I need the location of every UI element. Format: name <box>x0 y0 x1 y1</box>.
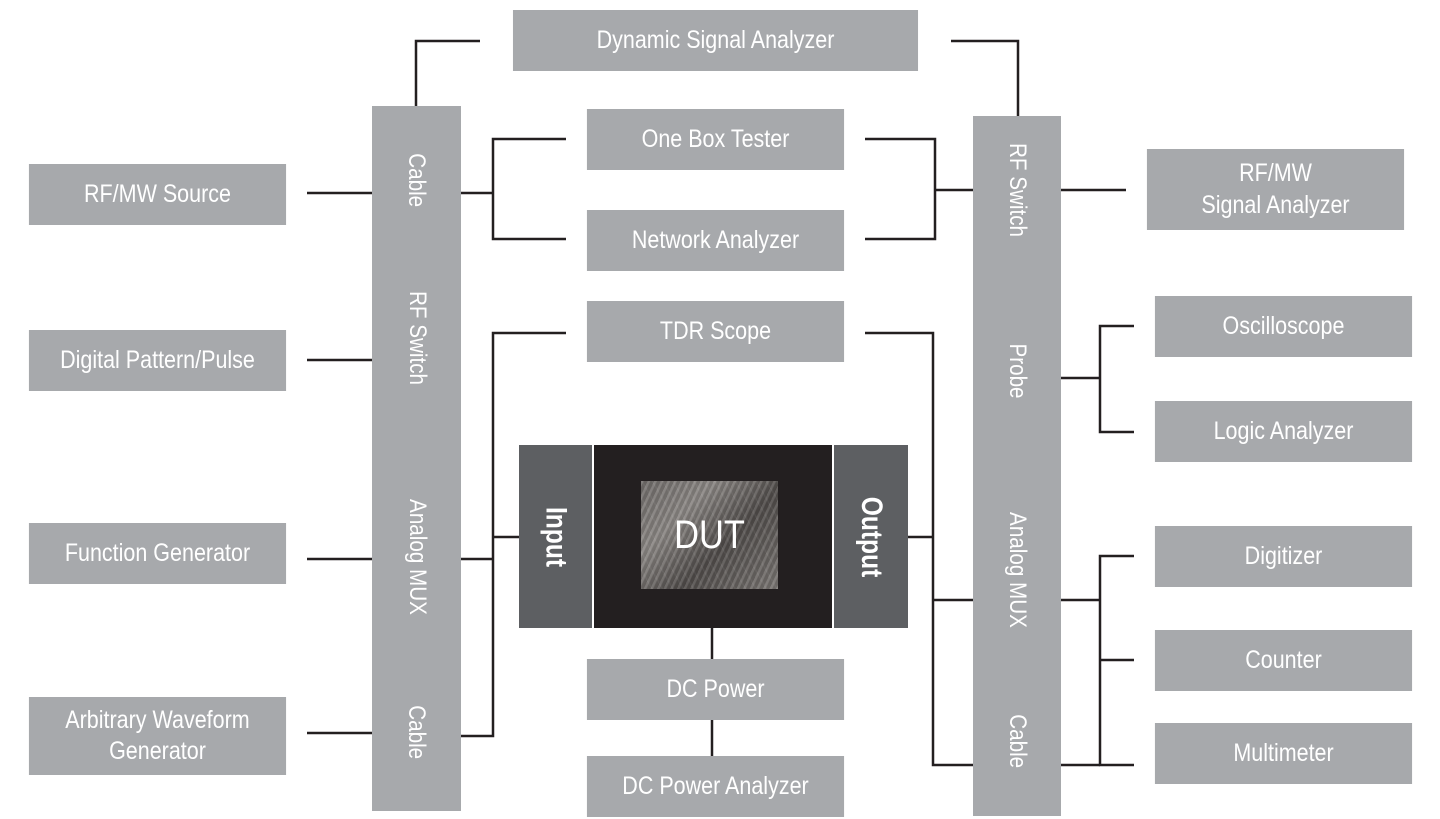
connector-dsa-left <box>414 39 480 106</box>
connector-dsa-right <box>951 39 1020 116</box>
left-switch-bus <box>372 106 461 811</box>
tdr-scope-label: TDR Scope <box>659 316 772 345</box>
dut-body: DUT <box>594 445 832 628</box>
digitizer-label: Digitizer <box>1244 541 1323 570</box>
right-switch-bus <box>973 116 1061 816</box>
function-generator-box: Function Generator <box>28 523 287 584</box>
counter-label: Counter <box>1245 645 1322 674</box>
dc-power-analyzer-label: DC Power Analyzer <box>622 771 809 800</box>
dut-label: DUT <box>674 512 745 557</box>
logic-analyzer-label: Logic Analyzer <box>1213 416 1354 445</box>
one-box-tester-box: One Box Tester <box>586 109 845 170</box>
right-bus-analog-mux-label: Analog MUX <box>1004 512 1031 628</box>
arbitrary-waveform-generator-label: Arbitrary Waveform Generator <box>65 705 250 765</box>
dynamic-signal-analyzer-box: Dynamic Signal Analyzer <box>512 10 919 71</box>
dc-power-box: DC Power <box>586 659 845 720</box>
oscilloscope-label: Oscilloscope <box>1222 311 1345 340</box>
connector-one-box-left <box>491 137 566 241</box>
network-analyzer-label: Network Analyzer <box>631 225 800 254</box>
dynamic-signal-analyzer-label: Dynamic Signal Analyzer <box>596 25 835 54</box>
dut-input-label: Input <box>539 506 573 568</box>
connector-tdr-left <box>461 331 566 738</box>
rf-mw-signal-analyzer-label: RF/MW Signal Analyzer <box>1201 159 1350 219</box>
left-bus-analog-mux-label: Analog MUX <box>404 499 431 615</box>
left-bus-cable-bottom-label: Cable <box>403 705 430 760</box>
right-bus-probe-label: Probe <box>1004 343 1031 399</box>
dc-power-analyzer-box: DC Power Analyzer <box>586 756 845 817</box>
right-bus-rf-switch-label: RF Switch <box>1004 142 1031 238</box>
digitizer-box: Digitizer <box>1154 526 1413 587</box>
rf-mw-source-label: RF/MW Source <box>84 179 231 208</box>
dut-output-label: Output <box>855 496 888 578</box>
dut-assembly: Input DUT Output <box>519 445 908 628</box>
dut-chip-image: DUT <box>641 481 778 589</box>
connector-one-box-right <box>865 137 937 241</box>
left-bus-cable-top-label: Cable <box>403 153 430 208</box>
multimeter-box: Multimeter <box>1154 723 1413 784</box>
rf-mw-source-box: RF/MW Source <box>28 164 287 225</box>
digital-pattern-pulse-label: Digital Pattern/Pulse <box>60 345 255 374</box>
rf-mw-signal-analyzer-box: RF/MW Signal Analyzer <box>1146 149 1405 230</box>
dut-input-panel: Input <box>519 445 592 628</box>
digital-pattern-pulse-box: Digital Pattern/Pulse <box>28 330 287 391</box>
function-generator-label: Function Generator <box>64 538 251 567</box>
tdr-scope-box: TDR Scope <box>586 301 845 362</box>
connector-tdr-right <box>865 331 973 767</box>
network-analyzer-box: Network Analyzer <box>586 210 845 271</box>
dut-output-panel: Output <box>834 445 908 628</box>
one-box-tester-label: One Box Tester <box>641 124 790 153</box>
oscilloscope-box: Oscilloscope <box>1154 296 1413 357</box>
connector-probe-fan <box>1098 324 1134 434</box>
dc-power-label: DC Power <box>666 674 765 703</box>
counter-box: Counter <box>1154 630 1413 691</box>
left-bus-rf-switch-label: RF Switch <box>404 290 431 386</box>
multimeter-label: Multimeter <box>1233 738 1334 767</box>
arbitrary-waveform-generator-box: Arbitrary Waveform Generator <box>28 697 287 775</box>
right-bus-cable-label: Cable <box>1004 714 1031 769</box>
logic-analyzer-box: Logic Analyzer <box>1154 401 1413 462</box>
